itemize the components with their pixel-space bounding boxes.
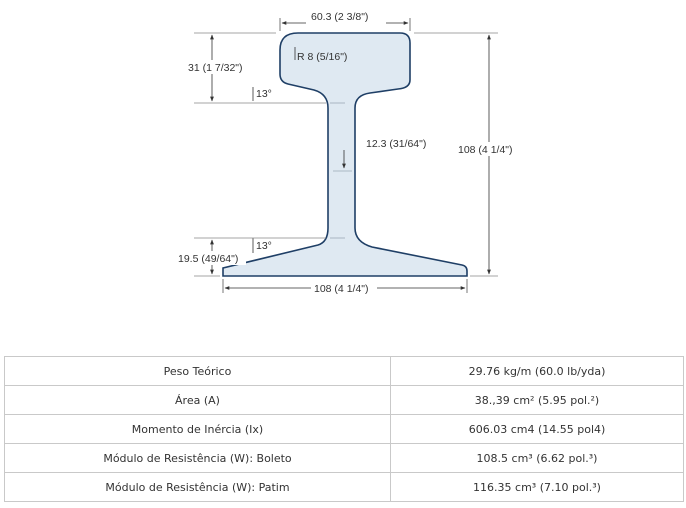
head-radius-label: R 8 (5/16") [297, 51, 347, 63]
table-cell-value: 606.03 cm4 (14.55 pol4) [390, 414, 684, 444]
foot-depth-label: 19.5 (49/64") [178, 253, 238, 265]
table-cell-value: 108.5 cm³ (6.62 pol.³) [390, 443, 684, 473]
table-cell-label: Módulo de Resistência (W): Boleto [4, 443, 391, 473]
foot-angle-label: 13° [256, 240, 272, 252]
web-thickness-label: 12.3 (31/64") [366, 138, 426, 150]
table-row: Peso Teórico 29.76 kg/m (60.0 lb/yda) [4, 356, 684, 386]
specification-table: Peso Teórico 29.76 kg/m (60.0 lb/yda) Ár… [4, 356, 684, 502]
table-cell-label: Área (A) [4, 385, 391, 415]
total-height-label: 108 (4 1/4") [458, 144, 513, 156]
table-row: Momento de Inércia (Ix) 606.03 cm4 (14.5… [4, 414, 684, 444]
rail-cross-section [222, 32, 468, 277]
table-cell-value: 38.,39 cm² (5.95 pol.²) [390, 385, 684, 415]
table-cell-label: Peso Teórico [4, 356, 391, 386]
head-width-label: 60.3 (2 3/8") [311, 11, 368, 23]
head-depth-label: 31 (1 7/32") [188, 62, 243, 74]
table-row: Módulo de Resistência (W): Boleto 108.5 … [4, 443, 684, 473]
foot-width-label: 108 (4 1/4") [314, 283, 369, 295]
rail-profile-diagram: 60.3 (2 3/8") R 8 (5/16") 31 (1 7/32") 1… [178, 11, 513, 295]
table-row: Módulo de Resistência (W): Patim 116.35 … [4, 472, 684, 502]
table-cell-label: Momento de Inércia (Ix) [4, 414, 391, 444]
table-cell-value: 116.35 cm³ (7.10 pol.³) [390, 472, 684, 502]
table-cell-label: Módulo de Resistência (W): Patim [4, 472, 391, 502]
table-row: Área (A) 38.,39 cm² (5.95 pol.²) [4, 385, 684, 415]
table-cell-value: 29.76 kg/m (60.0 lb/yda) [390, 356, 684, 386]
head-angle-label: 13° [256, 88, 272, 100]
